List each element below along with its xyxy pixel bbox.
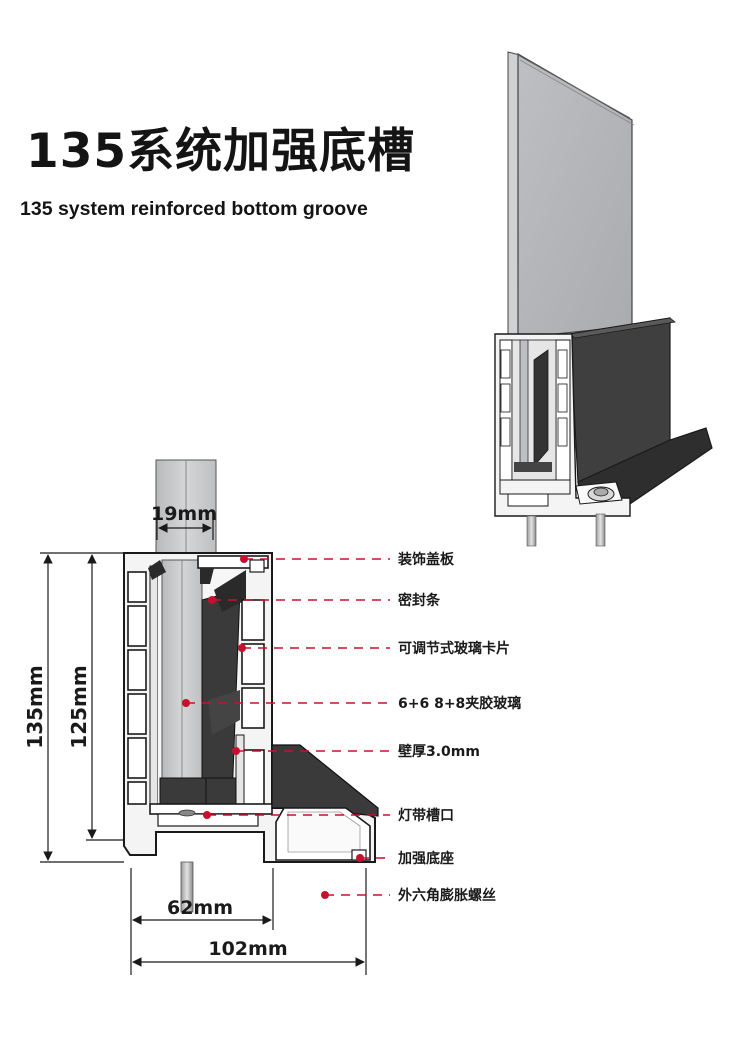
callout-laminated-glass: 6+6 8+8夹胶玻璃 bbox=[398, 695, 521, 712]
cross-section-view bbox=[123, 459, 379, 913]
glass-face-3d bbox=[517, 52, 633, 339]
dim-width-total: 102mm bbox=[208, 938, 287, 960]
dim-width-inner: 62mm bbox=[167, 897, 233, 919]
callout-expansion-bolt: 外六角膨胀螺丝 bbox=[398, 887, 496, 904]
callout-dots bbox=[182, 555, 364, 899]
dim-glass-width: 19mm bbox=[151, 503, 217, 525]
page-title: 135系统加强底槽 bbox=[26, 124, 416, 179]
page-subtitle: 135 system reinforced bottom groove bbox=[20, 198, 368, 220]
glass-support-block bbox=[159, 777, 207, 805]
seal-left bbox=[148, 560, 166, 580]
reinforced-base-wedge bbox=[271, 744, 379, 817]
callout-leaders bbox=[186, 558, 390, 896]
callout-decorative-cover: 装饰盖板 bbox=[397, 551, 455, 568]
dimension-lines bbox=[40, 520, 367, 975]
dim-height-total: 135mm bbox=[23, 665, 47, 748]
callout-reinforced-base: 加强底座 bbox=[397, 850, 454, 867]
dim-height-inner: 125mm bbox=[67, 665, 91, 748]
callout-wall-thickness: 壁厚3.0mm bbox=[398, 743, 480, 760]
anchor-bolt-stem bbox=[180, 861, 194, 913]
perspective-view bbox=[494, 51, 713, 547]
callout-seal-strip: 密封条 bbox=[397, 592, 441, 609]
callout-light-strip-slot: 灯带槽口 bbox=[398, 807, 454, 824]
callout-adjustable-clip: 可调节式玻璃卡片 bbox=[398, 640, 510, 657]
